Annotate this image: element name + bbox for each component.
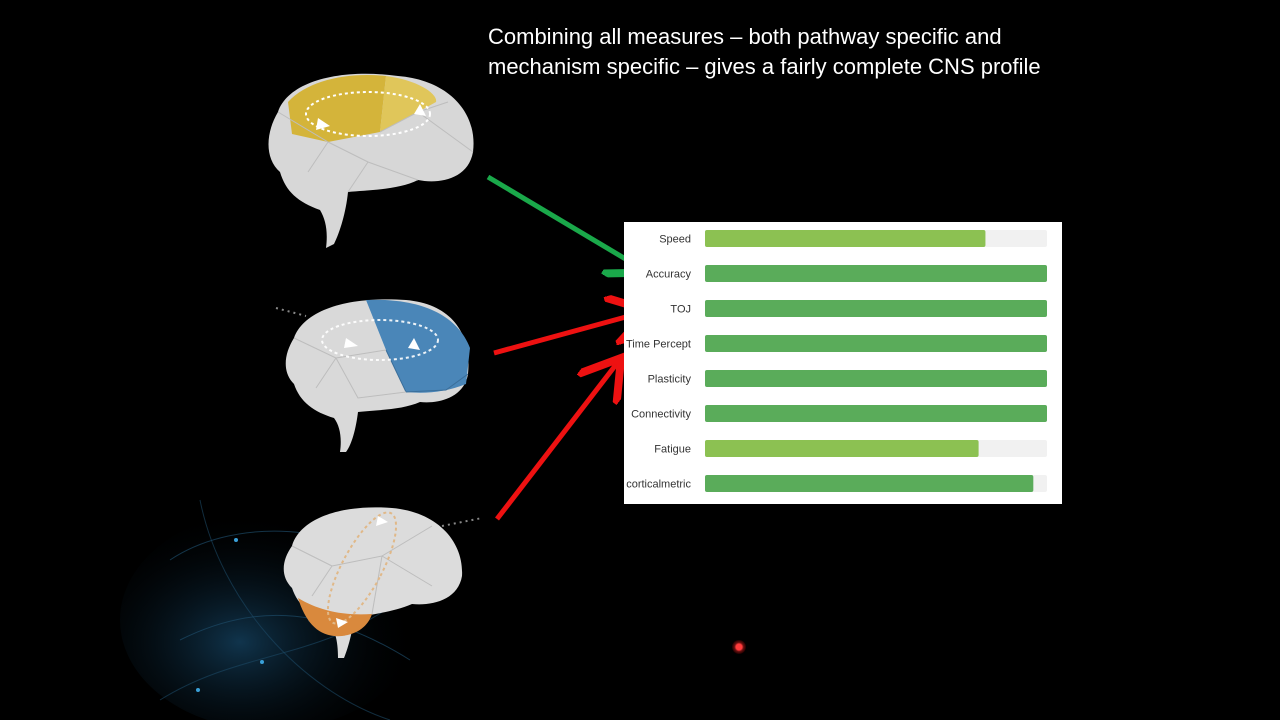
category-label-fatigue: Fatigue [654,444,691,456]
laser-pointer-dot [732,640,746,654]
bar-accuracy [705,265,1047,282]
category-label-plasticity: Plasticity [648,374,692,386]
bar-time-percept [705,335,1047,352]
category-label-corticalmetric: corticalmetric [626,479,691,491]
category-label-time-percept: Time Percept [626,339,691,351]
bar-toj [705,300,1047,317]
bar-connectivity [705,405,1047,422]
category-label-toj: TOJ [670,304,691,316]
slide-title: Combining all measures – both pathway sp… [488,22,1128,82]
bar-plasticity [705,370,1047,387]
bar-speed [705,230,986,247]
bar-corticalmetric [705,475,1034,492]
title-line-1: Combining all measures – both pathway sp… [488,24,1002,49]
category-label-connectivity: Connectivity [631,409,691,421]
category-label-speed: Speed [659,234,691,246]
title-line-2: mechanism specific – gives a fairly comp… [488,54,1041,79]
bar-fatigue [705,440,979,457]
category-label-accuracy: Accuracy [646,269,692,281]
